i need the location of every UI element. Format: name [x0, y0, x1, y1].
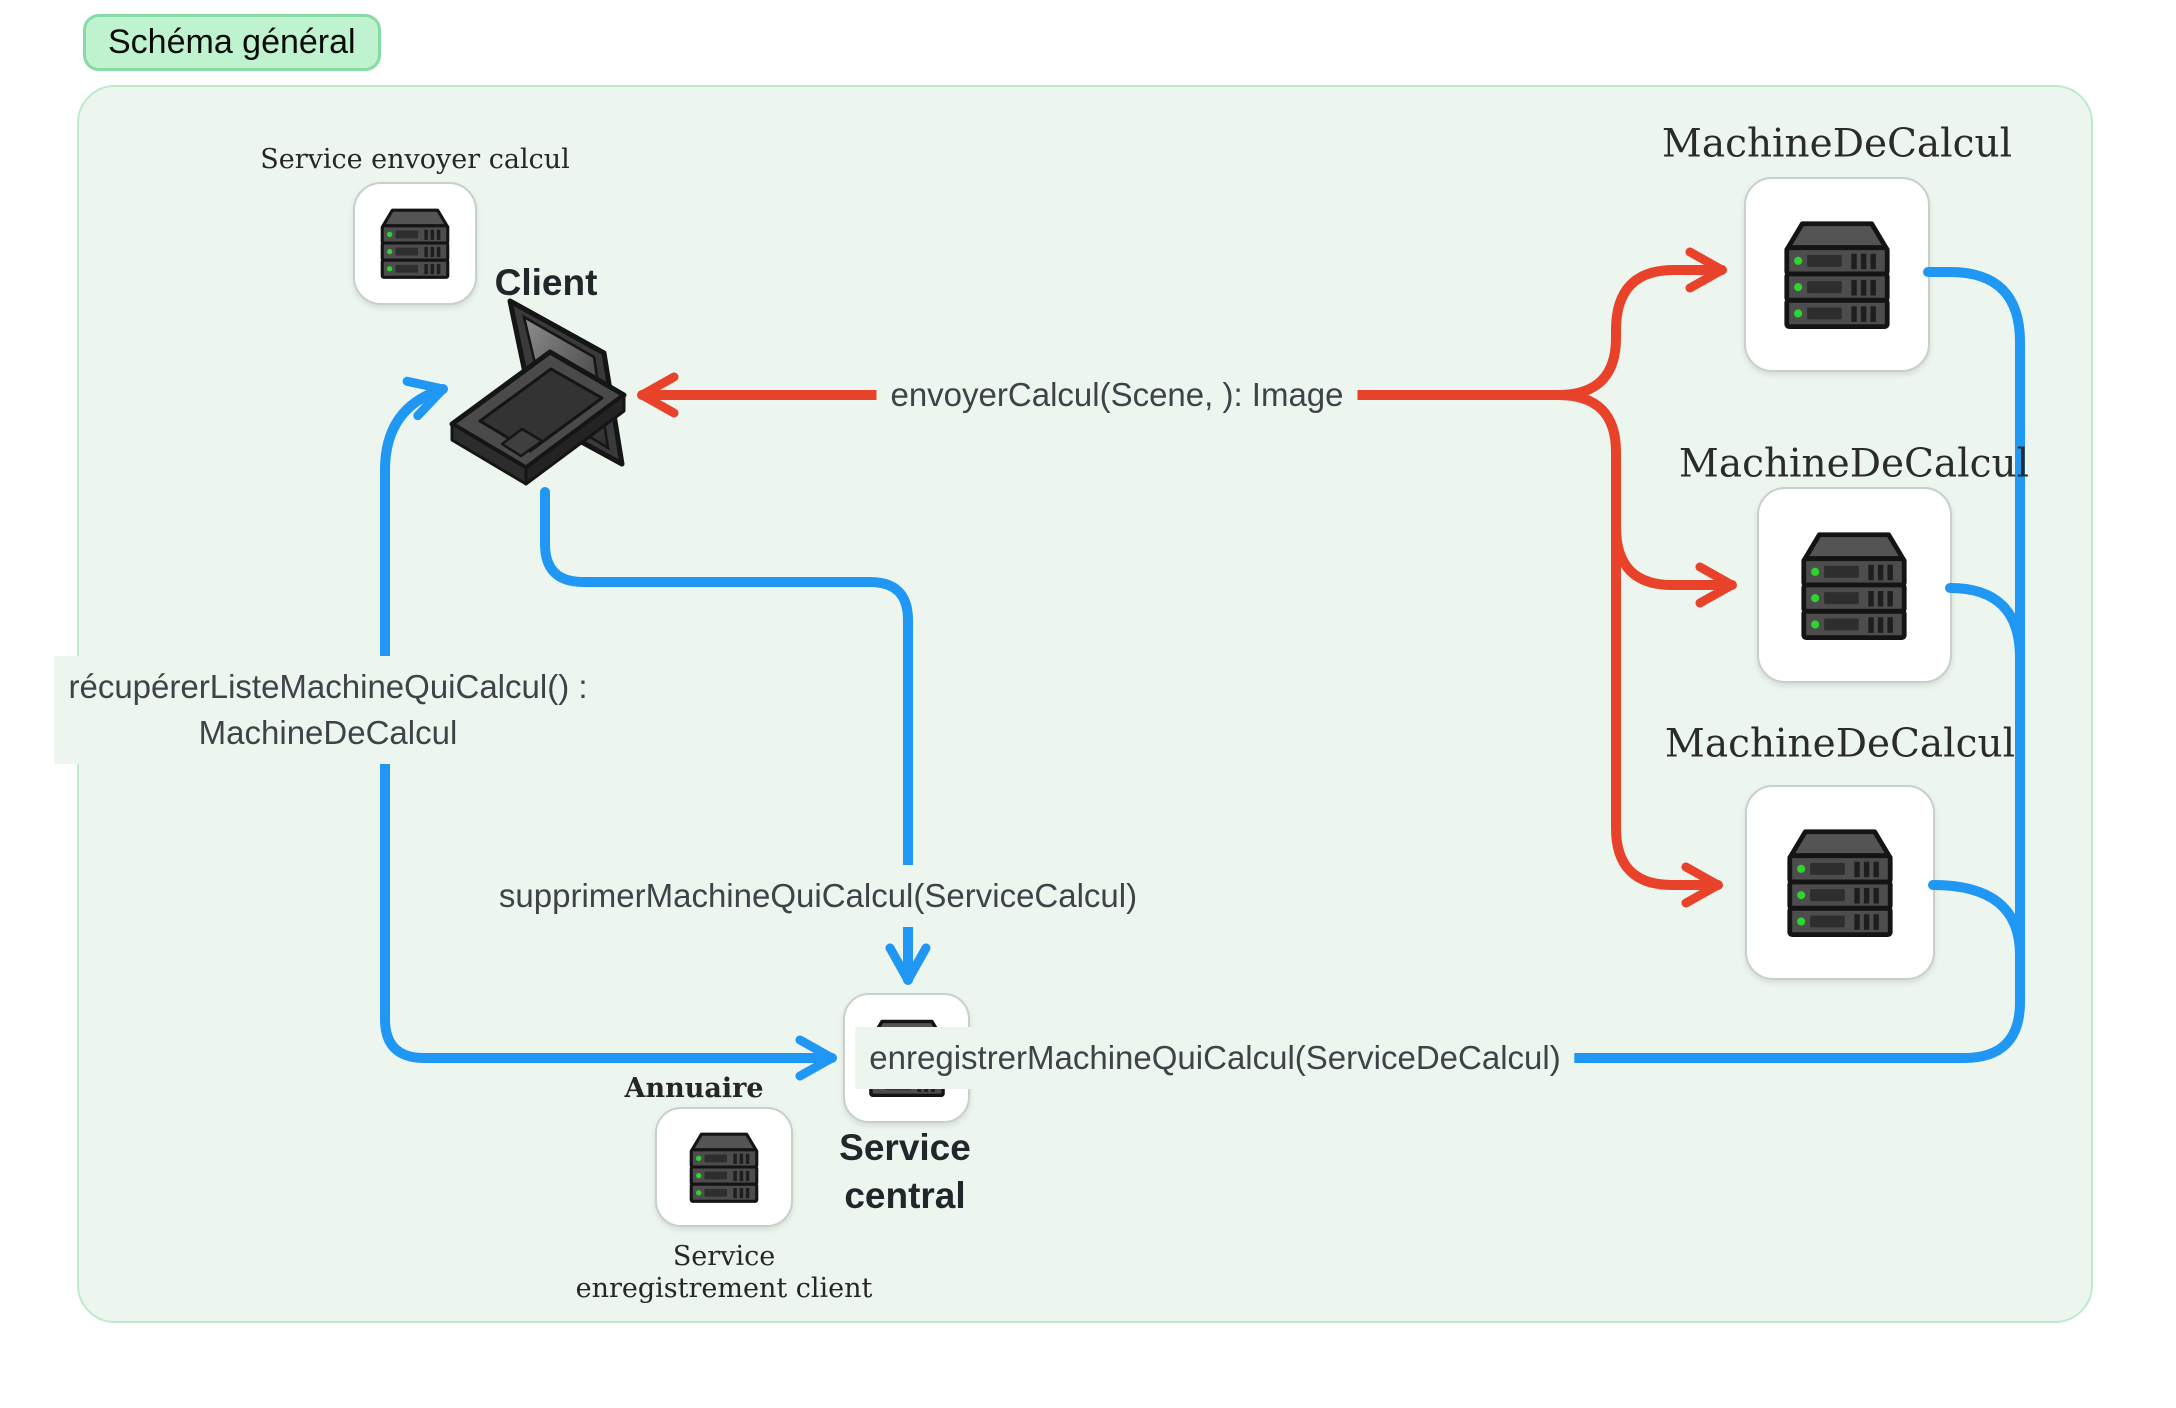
- service-central-label: Service central: [839, 1124, 971, 1220]
- service-central-label-line2: central: [844, 1175, 966, 1216]
- call-label-recuperer-line1: récupérerListeMachineQuiCalcul() :: [68, 668, 588, 705]
- machine-title-1: MachineDeCalcul: [1661, 121, 2013, 167]
- arrow-supprimer: [540, 487, 931, 985]
- server-icon-machine-1: [1787, 224, 1887, 327]
- server-icon-annuaire: [689, 1132, 759, 1203]
- call-label-supprimer: supprimerMachineQuiCalcul(ServiceCalcul): [484, 865, 1152, 927]
- call-label-recuperer-line2: MachineDeCalcul: [198, 714, 458, 751]
- annuaire-label: Annuaire: [624, 1073, 764, 1104]
- arrow-recuperer: [380, 376, 837, 1081]
- service-envoyer-caption: Service envoyer calcul: [260, 144, 570, 175]
- arrow-enregistrer: [981, 267, 2025, 1081]
- connector-machine-2: [1945, 583, 2025, 663]
- server-icon-machine-2: [1804, 535, 1904, 638]
- arrow-envoyer-branch-3: [1515, 390, 1723, 908]
- server-icon-envoyer: [380, 208, 450, 279]
- machine-title-2: MachineDeCalcul: [1678, 441, 2030, 487]
- annuaire-caption-line2: enregistrement client: [575, 1273, 873, 1304]
- arrow-envoyer-branch-2: [1611, 505, 1737, 608]
- diagram-title-badge: Schéma général: [83, 14, 381, 71]
- annuaire-caption-line1: Service: [672, 1241, 776, 1272]
- call-label-recuperer: récupérerListeMachineQuiCalcul() : Machi…: [54, 656, 602, 764]
- annuaire-caption: Service enregistrement client: [576, 1241, 873, 1305]
- client-label: Client: [494, 262, 598, 303]
- service-central-label-line1: Service: [839, 1127, 971, 1168]
- arrow-envoyer-branch-1: [1515, 247, 1727, 400]
- call-label-enregistrer: enregistrerMachineQuiCalcul(ServiceDeCal…: [855, 1027, 1575, 1089]
- server-icon-machine-3: [1790, 832, 1890, 935]
- connector-machine-3: [1928, 880, 2025, 960]
- call-label-envoyer: envoyerCalcul(Scene, ): Image: [876, 364, 1358, 426]
- laptop-icon: [449, 298, 627, 486]
- machine-title-3: MachineDeCalcul: [1664, 721, 2016, 767]
